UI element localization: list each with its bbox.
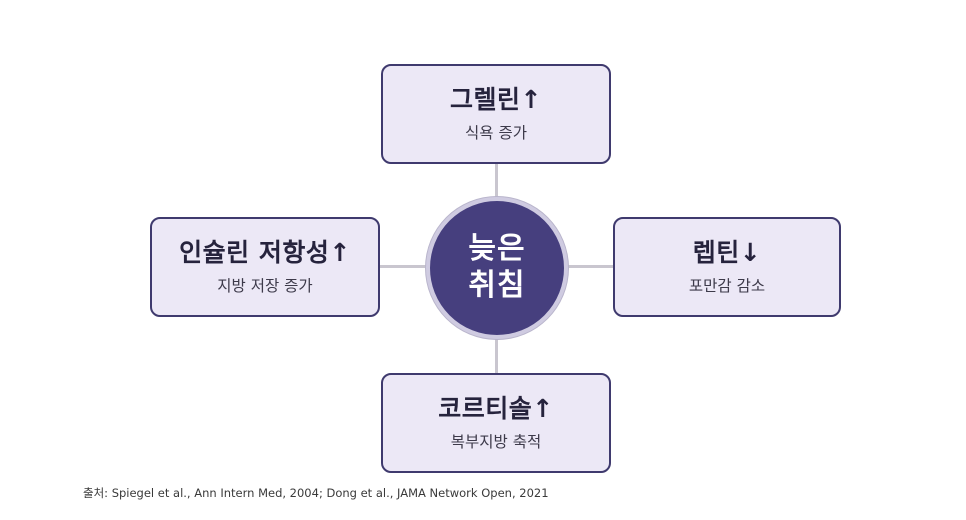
node-insulin-resistance-subtitle: 지방 저장 증가	[217, 276, 313, 295]
node-cortisol-title: 코르티솔↑	[438, 394, 554, 424]
node-leptin-title: 렙틴↓	[692, 238, 762, 268]
node-ghrelin-subtitle: 식욕 증가	[465, 123, 527, 142]
node-cortisol-subtitle: 복부지방 축적	[450, 432, 542, 451]
node-insulin-resistance: 인슐린 저항성↑ 지방 저장 증가	[150, 217, 380, 317]
source-citation: 출처: Spiegel et al., Ann Intern Med, 2004…	[83, 486, 549, 500]
node-ghrelin-title: 그렐린↑	[450, 85, 542, 115]
node-insulin-resistance-title: 인슐린 저항성↑	[179, 238, 351, 268]
connector-top	[495, 162, 498, 200]
connector-left	[378, 265, 428, 268]
center-late-sleep-circle: 늦은 취침	[426, 197, 568, 339]
connector-right	[566, 265, 616, 268]
node-ghrelin: 그렐린↑ 식욕 증가	[381, 64, 611, 164]
node-leptin-subtitle: 포만감 감소	[688, 276, 766, 295]
node-cortisol: 코르티솔↑ 복부지방 축적	[381, 373, 611, 473]
center-label-line2: 취침	[468, 268, 526, 303]
node-leptin: 렙틴↓ 포만감 감소	[613, 217, 841, 317]
connector-bottom	[495, 336, 498, 374]
center-label-line1: 늦은	[468, 231, 526, 267]
